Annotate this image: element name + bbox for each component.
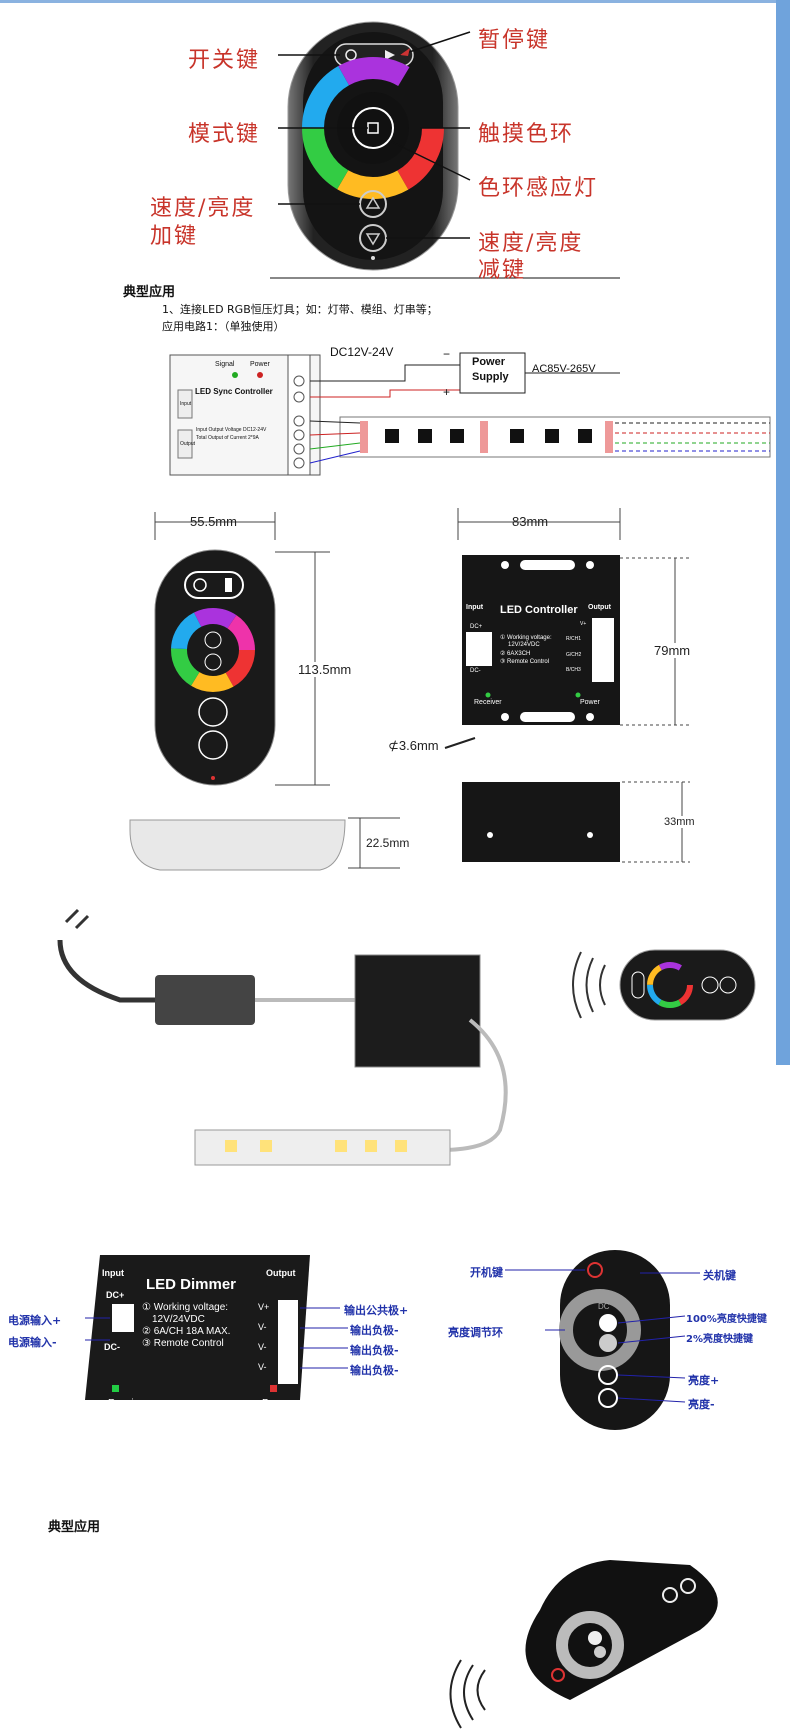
full-brightness-key-label: 100%亮度快捷键 — [686, 1314, 767, 1325]
dimmer-input-label: Input — [102, 1268, 124, 1278]
remote-width-dim: 55.5mm — [190, 514, 237, 529]
signal-label: Signal — [215, 361, 235, 368]
controller-depth-dim: 33mm — [664, 816, 695, 828]
ctrl-vplus: V+ — [580, 621, 587, 627]
speed-up-label-2: 加键 — [150, 224, 199, 249]
power-off-key-label: 关机键 — [703, 1269, 736, 1282]
power-key-label: 开关键 — [188, 48, 261, 73]
dimmer-vminus-1: V- — [258, 1322, 267, 1332]
top-border — [0, 0, 776, 3]
power-input-plus: 电源输入+ — [8, 1314, 62, 1327]
brightness-up-label: 亮度+ — [688, 1374, 720, 1387]
dimmer-receiver: Receiver — [108, 1398, 148, 1409]
ctrl-spec-1b: 12V/24VDC — [508, 642, 540, 648]
dimmer-vplus: V+ — [258, 1302, 270, 1312]
power-input-minus: 电源输入- — [8, 1336, 57, 1349]
dimmer-section: Input Output LED Dimmer DC+ DC- ① Workin… — [0, 1220, 776, 1450]
minus-sign: − — [443, 347, 451, 361]
ctrl-input-label: Input — [466, 604, 484, 611]
dimmer-vminus-2: V- — [258, 1342, 267, 1352]
output-negative-3: 输出负极- — [350, 1364, 399, 1377]
dimmer-dcplus: DC+ — [106, 1290, 125, 1300]
pause-key-label: 暂停键 — [478, 28, 551, 53]
sync-controller-title: LED Sync Controller — [195, 387, 273, 396]
ctrl-title: LED Controller — [500, 604, 578, 616]
remote-depth-dim: 22.5mm — [366, 836, 410, 850]
dimmer-illustration — [85, 1250, 700, 1430]
dc-voltage-label: DC12V-24V — [330, 345, 394, 359]
controller-height-dim: 79mm — [654, 643, 691, 658]
brightness-down-label: 亮度- — [688, 1398, 715, 1411]
remote-height-dim: 113.5mm — [298, 662, 352, 677]
mode-key-label: 模式键 — [188, 122, 261, 147]
ctrl-ch3: B/CH3 — [566, 667, 581, 673]
dimension-drawings — [129, 508, 690, 871]
right-border-bar — [776, 0, 790, 1065]
speed-up-label-1: 速度/亮度 — [150, 196, 256, 221]
ac-voltage-label: AC85V-265V — [532, 363, 596, 375]
touch-ring-label: 触摸色环 — [478, 122, 575, 147]
application-heading: 典型应用 — [123, 285, 176, 300]
dimmer-remote-photo — [440, 1520, 740, 1729]
power-supply-label-2: Supply — [472, 371, 509, 383]
ctrl-spec-3: ③ Remote Control — [500, 659, 550, 665]
dimensions-section: 55.5mm 113.5mm 22.5mm 83mm 79mm 33mm ⊄3.… — [0, 500, 776, 871]
output-common-plus: 输出公共极+ — [344, 1304, 409, 1317]
output-negative-1: 输出负极- — [350, 1324, 399, 1337]
application-line-1: 1、连接LED RGB恒压灯具；如：灯带、模组、灯串等； — [162, 303, 438, 316]
ctrl-power: Power — [580, 699, 600, 706]
remote-callout-section: 开关键 暂停键 模式键 触摸色环 色环感应灯 速度/亮度 加键 速度/亮度 减键 — [0, 0, 776, 283]
ctrl-receiver: Receiver — [474, 699, 502, 706]
system-wiring-illustration — [57, 908, 756, 1166]
ctrl-ch2: G/CH2 — [566, 652, 582, 658]
application-line-2: 应用电路1：（单独使用） — [162, 320, 285, 333]
ctrl-output-label: Output — [588, 604, 611, 611]
dimmer-title: LED Dimmer — [146, 1276, 237, 1293]
sync-controller-wiring — [169, 352, 771, 476]
power-on-key-label: 开机键 — [470, 1266, 503, 1279]
dimmer-spec-1b: 12V/24VDC — [152, 1314, 205, 1325]
application-heading-2: 典型应用 — [48, 1520, 101, 1535]
ctrl-ch1: R/CH1 — [566, 636, 582, 642]
brightness-ring-label: 亮度调节环 — [448, 1326, 503, 1339]
speed-down-label-1: 速度/亮度 — [478, 231, 584, 256]
dimmer-spec-2: ② 6A/CH 18A MAX. — [142, 1326, 231, 1337]
power-led-label: Power — [250, 361, 270, 368]
low-brightness-key-label: 2%亮度快捷键 — [686, 1334, 753, 1345]
dimmer-spec-1: ① Working voltage: — [142, 1302, 229, 1313]
output-tag: Output — [180, 441, 196, 447]
power-supply-label-1: Power — [472, 356, 506, 368]
output-negative-2: 输出负极- — [350, 1344, 399, 1357]
dimmer-dcminus: DC- — [104, 1342, 120, 1352]
dimmer-output-label: Output — [266, 1268, 296, 1278]
dimmer-remote-illustration — [449, 1560, 718, 1729]
speed-down-label-2: 减键 — [478, 258, 527, 283]
ctrl-dcminus: DC- — [470, 668, 481, 674]
dimmer-spec-3: ③ Remote Control — [142, 1338, 224, 1349]
spec-voltage: Input Output Voltage DC12-24V — [196, 427, 267, 433]
input-tag: Input — [180, 401, 192, 407]
dimmer-vminus-3: V- — [258, 1362, 267, 1372]
sync-controller-diagram: Signal Power LED Sync Controller Input O… — [160, 345, 780, 485]
ctrl-spec-1: ① Working voltage: — [500, 635, 552, 641]
ring-led-label: 色环感应灯 — [478, 176, 599, 201]
dc-logo: DC — [598, 1302, 610, 1311]
controller-width-dim: 83mm — [512, 514, 549, 529]
plus-sign: + — [443, 385, 451, 399]
rgb-remote-illustration — [270, 21, 620, 279]
dimmer-power: Power — [262, 1398, 291, 1409]
mount-hole-dim: ⊄3.6mm — [388, 738, 439, 753]
spec-current: Total Output of Current 2*9A — [196, 435, 259, 441]
ctrl-dcplus: DC+ — [470, 624, 483, 630]
ctrl-spec-2: ② 6AX3CH — [500, 651, 531, 657]
system-wiring-section — [0, 900, 776, 1170]
